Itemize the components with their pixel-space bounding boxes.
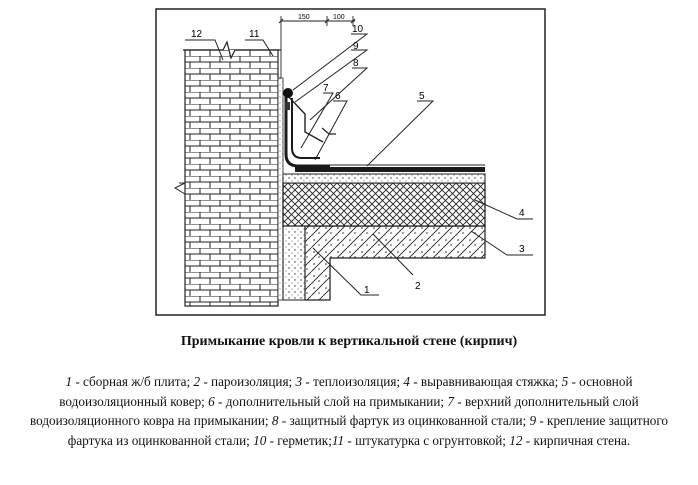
dimension-100: 100 [333, 14, 345, 21]
legend-text: - штукатурка с огрунтовкой; [344, 432, 510, 448]
legend-number: 3 [295, 374, 303, 389]
legend: 1 - сборная ж/б плита; 2 - пароизоляция;… [12, 372, 686, 450]
upper-layer-upturn [291, 98, 320, 159]
legend-number: 10 [253, 432, 267, 448]
callout-1: 1 [364, 285, 370, 296]
legend-number: 7 [447, 393, 454, 409]
legend-number: 2 [193, 374, 201, 389]
apron-fastener [285, 102, 290, 110]
legend-text: - верхний дополнительный слой водоизоляц… [29, 393, 639, 429]
insulation-layer [282, 182, 486, 227]
legend-text: - сборная ж/б плита; [72, 374, 194, 389]
brick-wall [184, 49, 279, 307]
dimension-line [278, 16, 356, 78]
protective-apron [285, 93, 324, 143]
legend-text: - пароизоляция; [200, 374, 296, 389]
legend-item-12: 12 - кирпичная стена. [509, 433, 630, 448]
legend-item-2: 2 - пароизоляция; [193, 374, 295, 389]
figure-caption: Примыкание кровли к вертикальной стене (… [180, 334, 518, 349]
drawing-frame [155, 8, 546, 316]
break-line-left [173, 182, 186, 195]
callout-10: 10 [352, 24, 364, 35]
callout-7: 7 [323, 83, 329, 94]
legend-item-7: 7 - верхний дополнительный слой водоизол… [30, 394, 639, 429]
legend-item-4: 4 - выравнивающая стяжка; [403, 374, 561, 389]
leader-lines [185, 33, 533, 296]
callout-6: 6 [335, 91, 341, 102]
legend-number: 5 [561, 374, 569, 389]
break-line-top [183, 40, 281, 60]
callout-4: 4 [519, 208, 525, 219]
sealant-bead [283, 88, 293, 98]
legend-item-3: 3 - теплоизоляция; [296, 374, 404, 389]
roof-wall-junction-drawing: 150 100 12 11 10 9 8 7 6 5 [155, 8, 546, 316]
callout-5: 5 [419, 91, 425, 102]
legend-number: 9 [529, 413, 537, 428]
legend-item-6: 6 - дополнительный слой на примыкании; [208, 394, 447, 409]
legend-item-9: 9 - крепление защитного фартука из оцинк… [68, 413, 668, 448]
callout-3: 3 [519, 244, 525, 255]
legend-number: 4 [403, 374, 410, 389]
legend-item-1: 1 - сборная ж/б плита; [65, 374, 193, 389]
legend-text: - защитный фартук из оцинкованной стали; [278, 413, 530, 428]
legend-text: - герметик; [266, 432, 332, 448]
legend-text: - теплоизоляция; [302, 374, 404, 389]
callout-8: 8 [353, 58, 359, 69]
additional-layer-upturn [284, 93, 330, 168]
dimension-150: 150 [298, 14, 310, 21]
legend-number: 8 [271, 413, 279, 428]
legend-text: - кирпичная стена. [522, 432, 631, 448]
concrete-slab [304, 225, 486, 301]
plaster-layer [277, 77, 284, 301]
legend-item-10: 10 - герметик; [253, 433, 332, 448]
legend-item-8: 8 - защитный фартук из оцинкованной стал… [272, 413, 530, 428]
legend-text: - основной водоизоляционный ковер; [59, 374, 633, 409]
legend-number: 12 [509, 432, 523, 448]
legend-text: - дополнительный слой на примыкании; [214, 393, 448, 409]
legend-item-5: 5 - основной водоизоляционный ковер; [59, 374, 632, 409]
legend-text: - выравнивающая стяжка; [409, 374, 562, 389]
callout-9: 9 [353, 41, 359, 52]
legend-number: 1 [65, 374, 73, 389]
legend-item-11: 11 - штукатурка с огрунтовкой; [332, 433, 509, 448]
callout-11: 11 [249, 29, 260, 40]
legend-number: 11 [331, 432, 345, 448]
callout-2: 2 [415, 281, 421, 292]
callout-12: 12 [191, 29, 203, 40]
legend-number: 6 [208, 393, 215, 409]
legend-text: - крепление защитного фартука из оцинков… [67, 413, 669, 448]
screed-layer [282, 173, 486, 184]
waterproofing-carpet [295, 167, 485, 172]
